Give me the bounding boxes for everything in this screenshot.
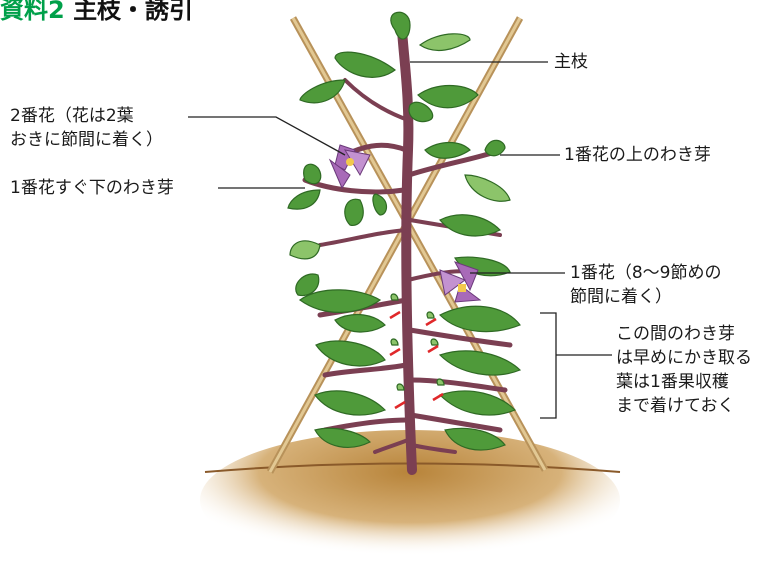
leaves bbox=[287, 11, 522, 451]
leaf bbox=[438, 390, 517, 416]
axillary-bud bbox=[430, 338, 439, 346]
soil-mound bbox=[200, 430, 620, 567]
axillary-bud bbox=[390, 338, 399, 346]
leaf bbox=[417, 84, 479, 109]
axillary-bud bbox=[426, 311, 435, 319]
label-bud-below-first: 1番花すぐ下のわき芽 bbox=[10, 178, 174, 198]
axillary-bud bbox=[390, 293, 399, 301]
leaf bbox=[408, 101, 434, 123]
leaf bbox=[444, 427, 506, 451]
cut-marks bbox=[389, 310, 444, 410]
label-note-4: まで着けておく bbox=[616, 396, 735, 416]
leaf bbox=[438, 350, 522, 376]
leaf bbox=[418, 33, 471, 52]
leaf bbox=[372, 193, 388, 216]
figure-title: 資料2 主枝・誘引 bbox=[0, 0, 193, 25]
label-first-flower-2: 節間に着く） bbox=[570, 287, 672, 307]
leaf bbox=[344, 198, 364, 226]
title-tag: 資料2 bbox=[0, 0, 65, 24]
leaf bbox=[439, 214, 502, 237]
leaf bbox=[314, 390, 387, 416]
leaf bbox=[287, 189, 321, 210]
axillary-bud bbox=[436, 378, 445, 386]
leaf bbox=[334, 313, 386, 333]
axillary-bud bbox=[396, 383, 405, 391]
second-flower bbox=[328, 144, 371, 190]
leaf bbox=[438, 305, 521, 333]
leaf bbox=[299, 79, 346, 104]
leaf bbox=[464, 174, 511, 202]
bracket-removal-zone bbox=[540, 312, 557, 419]
leaf bbox=[484, 139, 506, 157]
leaf bbox=[314, 427, 372, 448]
title-text: 主枝・誘引 bbox=[73, 0, 194, 24]
main-stem bbox=[397, 25, 417, 475]
leaf bbox=[289, 240, 321, 260]
label-note-3: 葉は1番果収穫 bbox=[616, 372, 729, 392]
leaf bbox=[298, 289, 382, 313]
leaf bbox=[315, 340, 386, 367]
label-note-1: この間のわき芽 bbox=[616, 324, 735, 344]
label-second-flower-2: おきに節間に着く） bbox=[10, 130, 163, 150]
label-main-branch: 主枝 bbox=[554, 52, 588, 72]
first-flower bbox=[439, 261, 482, 303]
label-second-flower-1: 2番花（花は2葉 bbox=[10, 106, 134, 126]
leaf bbox=[303, 163, 322, 185]
leaf bbox=[334, 51, 396, 78]
label-first-flower-1: 1番花（8〜9節めの bbox=[570, 263, 722, 283]
leader-lines bbox=[188, 61, 612, 419]
leaf bbox=[390, 11, 411, 40]
label-note-2: は早めにかき取る bbox=[616, 348, 752, 368]
label-bud-above-first: 1番花の上のわき芽 bbox=[564, 145, 711, 165]
leaf bbox=[295, 273, 320, 297]
leaf bbox=[424, 141, 471, 159]
leader-second-flower bbox=[188, 116, 346, 156]
